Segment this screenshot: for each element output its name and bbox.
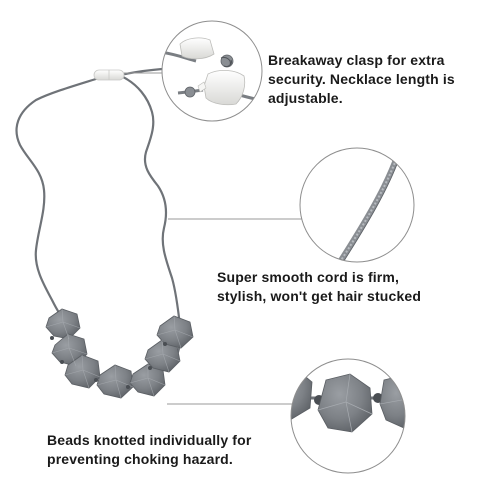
necklace-beads bbox=[45, 308, 194, 399]
cord-caption-line: stylish, won't get hair stucked bbox=[217, 288, 422, 304]
clasp-caption: Breakaway clasp for extra security. Neck… bbox=[268, 51, 455, 108]
cord-zoom-circle bbox=[299, 147, 415, 263]
beads-caption: Beads knotted individually for preventin… bbox=[47, 431, 251, 469]
bead bbox=[64, 354, 101, 389]
callout-lines bbox=[124, 72, 302, 405]
cord-caption: Super smooth cord is firm, stylish, won'… bbox=[217, 268, 421, 306]
clasp-caption-line: Breakaway clasp for extra bbox=[268, 52, 445, 68]
clasp-caption-line: security. Necklace length is bbox=[268, 71, 455, 87]
necklace-cord bbox=[15, 67, 182, 354]
beads-zoom-circle bbox=[290, 358, 406, 474]
beads-caption-line: Beads knotted individually for bbox=[47, 432, 252, 448]
cord-caption-line: Super smooth cord is firm, bbox=[217, 269, 400, 285]
bead bbox=[45, 308, 81, 340]
bead bbox=[156, 315, 194, 349]
clasp-zoom-circle bbox=[161, 20, 263, 122]
clasp-caption-line: adjustable. bbox=[268, 90, 343, 106]
necklace-clasp bbox=[93, 69, 125, 81]
bead bbox=[96, 364, 134, 399]
beads-caption-line: preventing choking hazard. bbox=[47, 451, 233, 467]
